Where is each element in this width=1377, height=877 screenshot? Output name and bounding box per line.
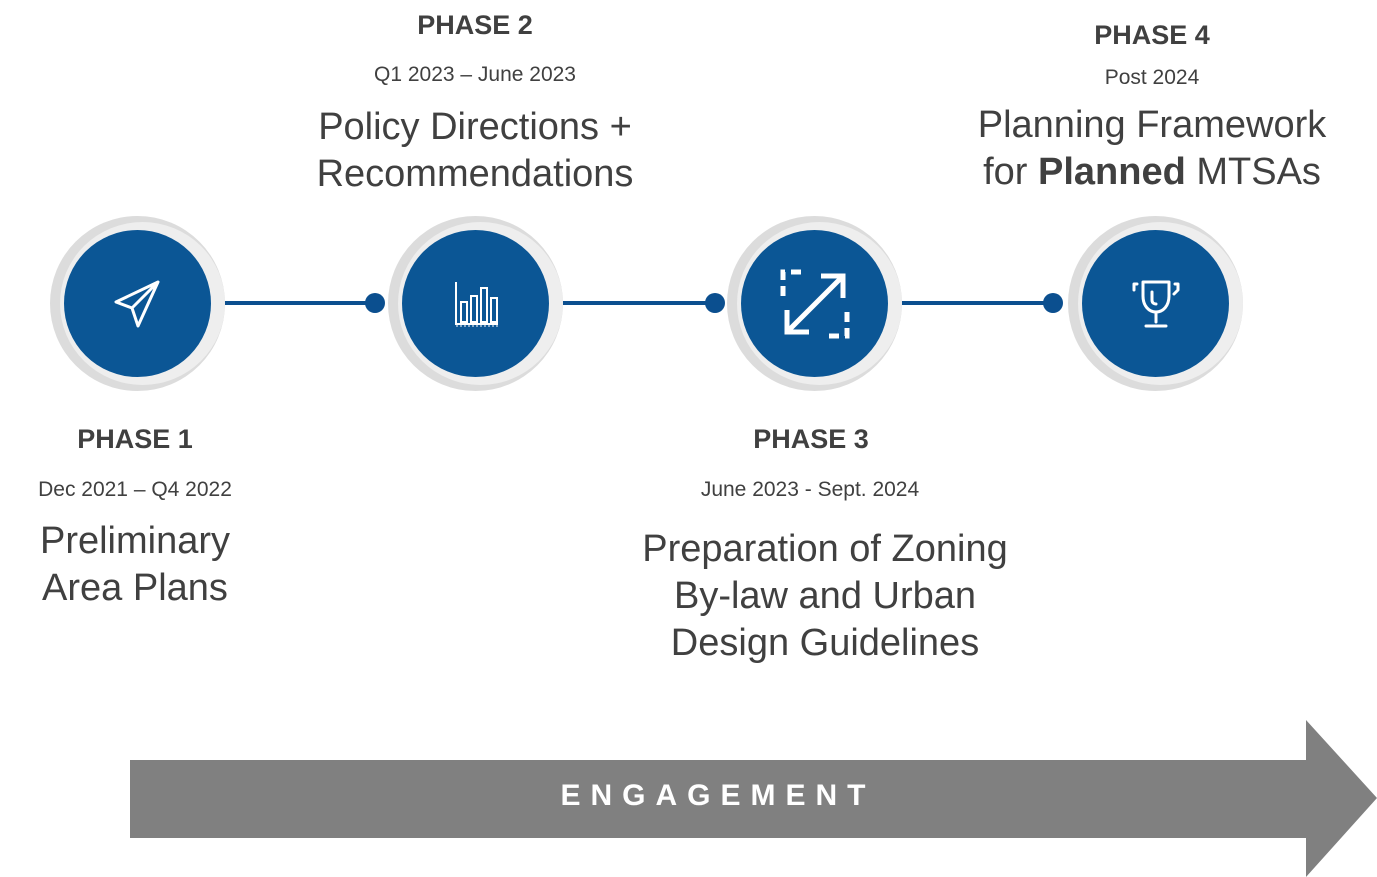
connector-dot-2 bbox=[365, 293, 385, 313]
phase-4-label: PHASE 4 bbox=[1094, 20, 1210, 50]
connector-dot-4 bbox=[1043, 293, 1063, 313]
phase-3-title-line-3: Design Guidelines bbox=[670, 622, 980, 664]
phase-1-label: PHASE 1 bbox=[77, 424, 193, 454]
phase-2-title-line-1: Policy Directions + bbox=[318, 106, 632, 148]
phase-4-dates: Post 2024 bbox=[1104, 66, 1200, 89]
phase-4-title: Planning Framework for Planned MTSAs bbox=[937, 102, 1367, 196]
phase-1-title: Preliminary Area Plans bbox=[0, 518, 270, 612]
engagement-arrow bbox=[130, 720, 1377, 877]
phase-1-title-line-1: Preliminary bbox=[39, 520, 231, 562]
phase-4-title-planned: Planned bbox=[1037, 151, 1186, 193]
phase-2-title: Policy Directions + Recommendations bbox=[270, 104, 680, 198]
phase-2-node bbox=[388, 216, 563, 391]
expand-arrows-icon bbox=[780, 269, 849, 338]
paper-plane-icon bbox=[114, 280, 159, 327]
phase-4-node bbox=[1068, 216, 1243, 391]
phase-2-label: PHASE 2 bbox=[417, 10, 533, 40]
connector-line-2-3 bbox=[550, 301, 720, 305]
phase-1-node bbox=[50, 216, 225, 391]
phase-4-title-mtsas: MTSAs bbox=[1185, 151, 1321, 193]
bar-chart-icon bbox=[454, 281, 498, 326]
trophy-icon bbox=[1132, 280, 1179, 327]
connector-line-3-4 bbox=[890, 301, 1060, 305]
phase-4-title-line-1: Planning Framework bbox=[977, 104, 1327, 146]
phase-1-title-line-2: Area Plans bbox=[42, 567, 228, 609]
phase-3-title-line-2: By-law and Urban bbox=[673, 575, 977, 617]
phase-3-dates: June 2023 - Sept. 2024 bbox=[700, 478, 920, 501]
connector-dot-3 bbox=[705, 293, 725, 313]
phase-2-title-line-2: Recommendations bbox=[316, 153, 634, 195]
phase-3-label: PHASE 3 bbox=[753, 424, 869, 454]
connector-line-1-2 bbox=[210, 301, 380, 305]
engagement-label: ENGAGEMENT bbox=[560, 779, 876, 812]
phase-3-node bbox=[727, 216, 902, 391]
phase-3-title: Preparation of Zoning By-law and Urban D… bbox=[590, 526, 1060, 667]
phase-1-dates: Dec 2021 – Q4 2022 bbox=[38, 478, 232, 501]
phase-4-title-line-2: for Planned MTSAs bbox=[937, 149, 1367, 196]
phase-3-title-line-1: Preparation of Zoning bbox=[642, 528, 1008, 570]
phase-4-title-for: for bbox=[983, 151, 1038, 193]
phase-2-dates: Q1 2023 – June 2023 bbox=[373, 63, 576, 86]
